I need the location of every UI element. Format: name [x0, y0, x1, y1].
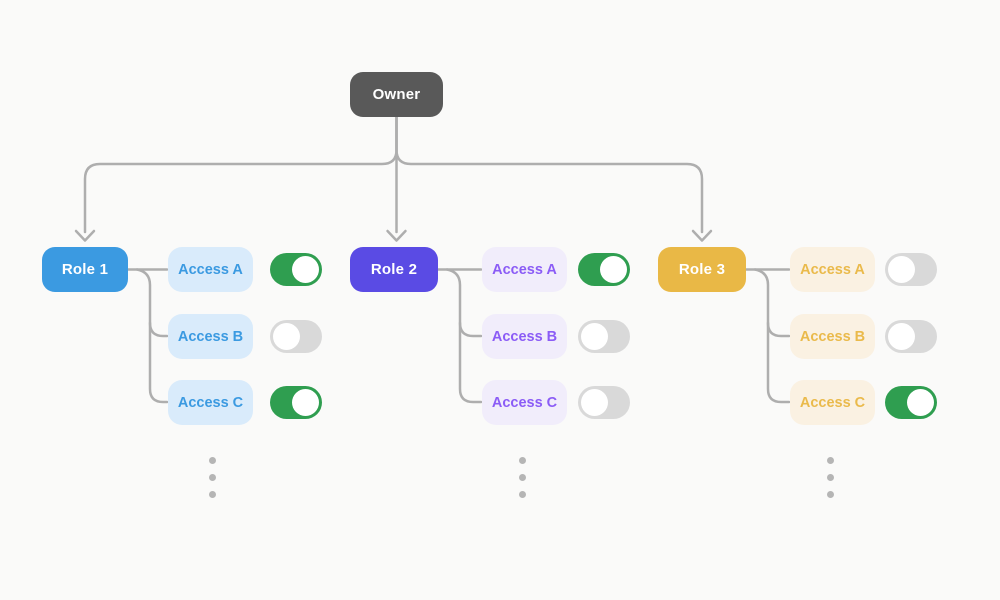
- role1-access-c-pill: Access C: [168, 380, 253, 425]
- role2-access-b-toggle[interactable]: [578, 320, 630, 353]
- arrowhead-role1: [74, 229, 96, 242]
- role3-access-c-pill: Access C: [790, 380, 875, 425]
- role2-node: Role 2: [350, 247, 438, 292]
- role2-access-b-pill: Access B: [482, 314, 567, 359]
- role1-access-a-pill: Access A: [168, 247, 253, 292]
- toggle-knob: [907, 389, 934, 416]
- toggle-knob: [888, 256, 915, 283]
- connector-role3-accessB: [766, 321, 791, 338]
- toggle-knob: [273, 323, 300, 350]
- connector-role1-accessB: [148, 321, 169, 338]
- connector-owner-role1: [83, 115, 398, 234]
- connector-role3-accessC: [753, 268, 791, 404]
- role1-access-a-toggle[interactable]: [270, 253, 322, 286]
- role3-access-a-pill: Access A: [790, 247, 875, 292]
- owner-node: Owner: [350, 72, 443, 117]
- connector-role2-accessB: [458, 321, 483, 338]
- arrowhead-role2: [386, 229, 407, 242]
- toggle-knob: [292, 256, 319, 283]
- role3-node: Role 3: [658, 247, 746, 292]
- role1-access-b-pill: Access B: [168, 314, 253, 359]
- toggle-knob: [581, 323, 608, 350]
- toggle-knob: [581, 389, 608, 416]
- connector-role2-accessC: [445, 268, 483, 404]
- role1-more-ellipsis: [209, 457, 216, 498]
- role3-access-a-toggle[interactable]: [885, 253, 937, 286]
- role2-access-a-toggle[interactable]: [578, 253, 630, 286]
- role3-access-c-toggle[interactable]: [885, 386, 937, 419]
- role2-access-a-pill: Access A: [482, 247, 567, 292]
- role1-node: Role 1: [42, 247, 128, 292]
- connector-owner-role3: [395, 115, 704, 234]
- toggle-knob: [292, 389, 319, 416]
- toggle-knob: [888, 323, 915, 350]
- role1-access-b-toggle[interactable]: [270, 320, 322, 353]
- toggle-knob: [600, 256, 627, 283]
- role1-access-c-toggle[interactable]: [270, 386, 322, 419]
- role2-access-c-pill: Access C: [482, 380, 567, 425]
- arrowhead-role3: [691, 229, 713, 242]
- connector-role1-accessC: [135, 268, 169, 404]
- role3-access-b-pill: Access B: [790, 314, 875, 359]
- role3-access-b-toggle[interactable]: [885, 320, 937, 353]
- role2-more-ellipsis: [519, 457, 526, 498]
- role2-access-c-toggle[interactable]: [578, 386, 630, 419]
- role3-more-ellipsis: [827, 457, 834, 498]
